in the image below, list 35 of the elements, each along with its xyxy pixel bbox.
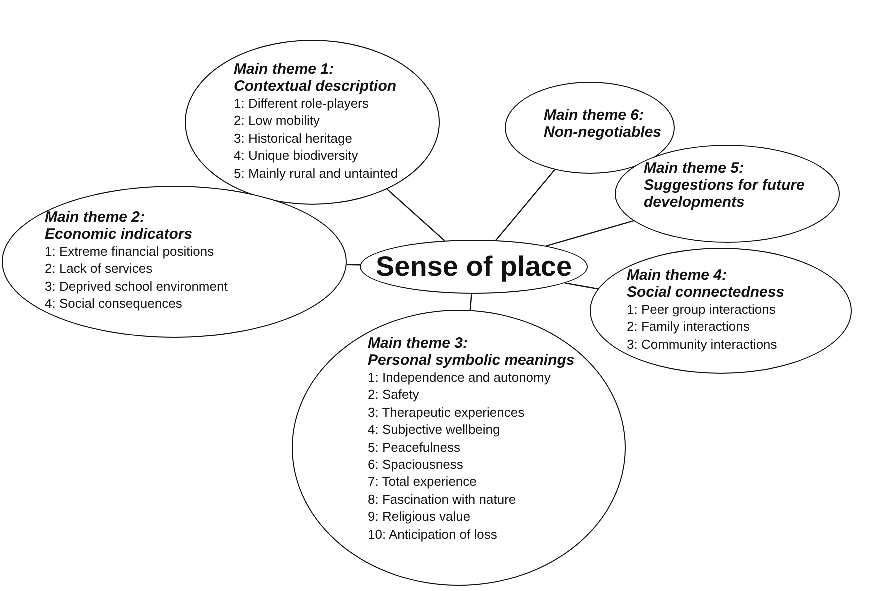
connector-line <box>496 170 556 241</box>
subtheme-text: 1: Independence and autonomy <box>368 369 552 386</box>
subtheme-text: 2: Lack of services <box>45 260 154 278</box>
theme-heading: Main theme 3: Personal symbolic meanings <box>368 335 575 369</box>
subtheme-text: 10: Anticipation of loss <box>368 526 498 544</box>
subtheme-text: 1: Peer group interactions <box>627 301 777 318</box>
theme-heading: Main theme 5: Suggestions for future developments <box>644 160 805 211</box>
connector-line <box>386 188 446 242</box>
subtheme-text: 2: Low mobility <box>234 112 321 130</box>
subtheme-text: 1: Different role-players <box>234 95 370 112</box>
subtheme-text: 4: Subjective wellbeing <box>368 421 502 439</box>
theme-heading: Main theme 2: Economic indicators <box>45 209 194 243</box>
subtheme-text: 5: Mainly rural and untainted <box>234 164 398 182</box>
connector-line <box>565 282 598 290</box>
connector-line <box>470 294 472 310</box>
subtheme-text: 3: Historical heritage <box>234 130 354 148</box>
central-title: Sense of place <box>376 251 572 283</box>
subtheme-text: 2: Safety <box>368 386 420 404</box>
subtheme-text: 1: Extreme financial positions <box>45 243 216 260</box>
theme-heading: Main theme 6: Non-negotiables <box>544 107 662 141</box>
subtheme-text: 3: Community interactions <box>627 336 778 354</box>
subtheme-text: 6: Spaciousness <box>368 456 464 474</box>
subtheme-text: 3: Deprived school environment <box>45 278 228 296</box>
subtheme-text: 9: Religious value <box>368 508 472 526</box>
subtheme-text: 3: Therapeutic experiences <box>368 404 526 422</box>
subtheme-text: 4: Unique biodiversity <box>234 147 360 165</box>
connector-line <box>346 264 360 266</box>
subtheme-text: 7: Total experience <box>368 473 478 491</box>
subtheme-text: 5: Peacefulness <box>368 438 462 456</box>
subtheme-text: 4: Social consequences <box>45 295 184 313</box>
subtheme-text: 8: Fascination with nature <box>368 490 518 508</box>
connector-line <box>546 220 634 247</box>
subtheme-text: 2: Family interactions <box>627 318 751 336</box>
theme-heading: Main theme 1: Contextual description <box>234 61 398 95</box>
theme-heading: Main theme 4: Social connectedness <box>627 267 785 301</box>
